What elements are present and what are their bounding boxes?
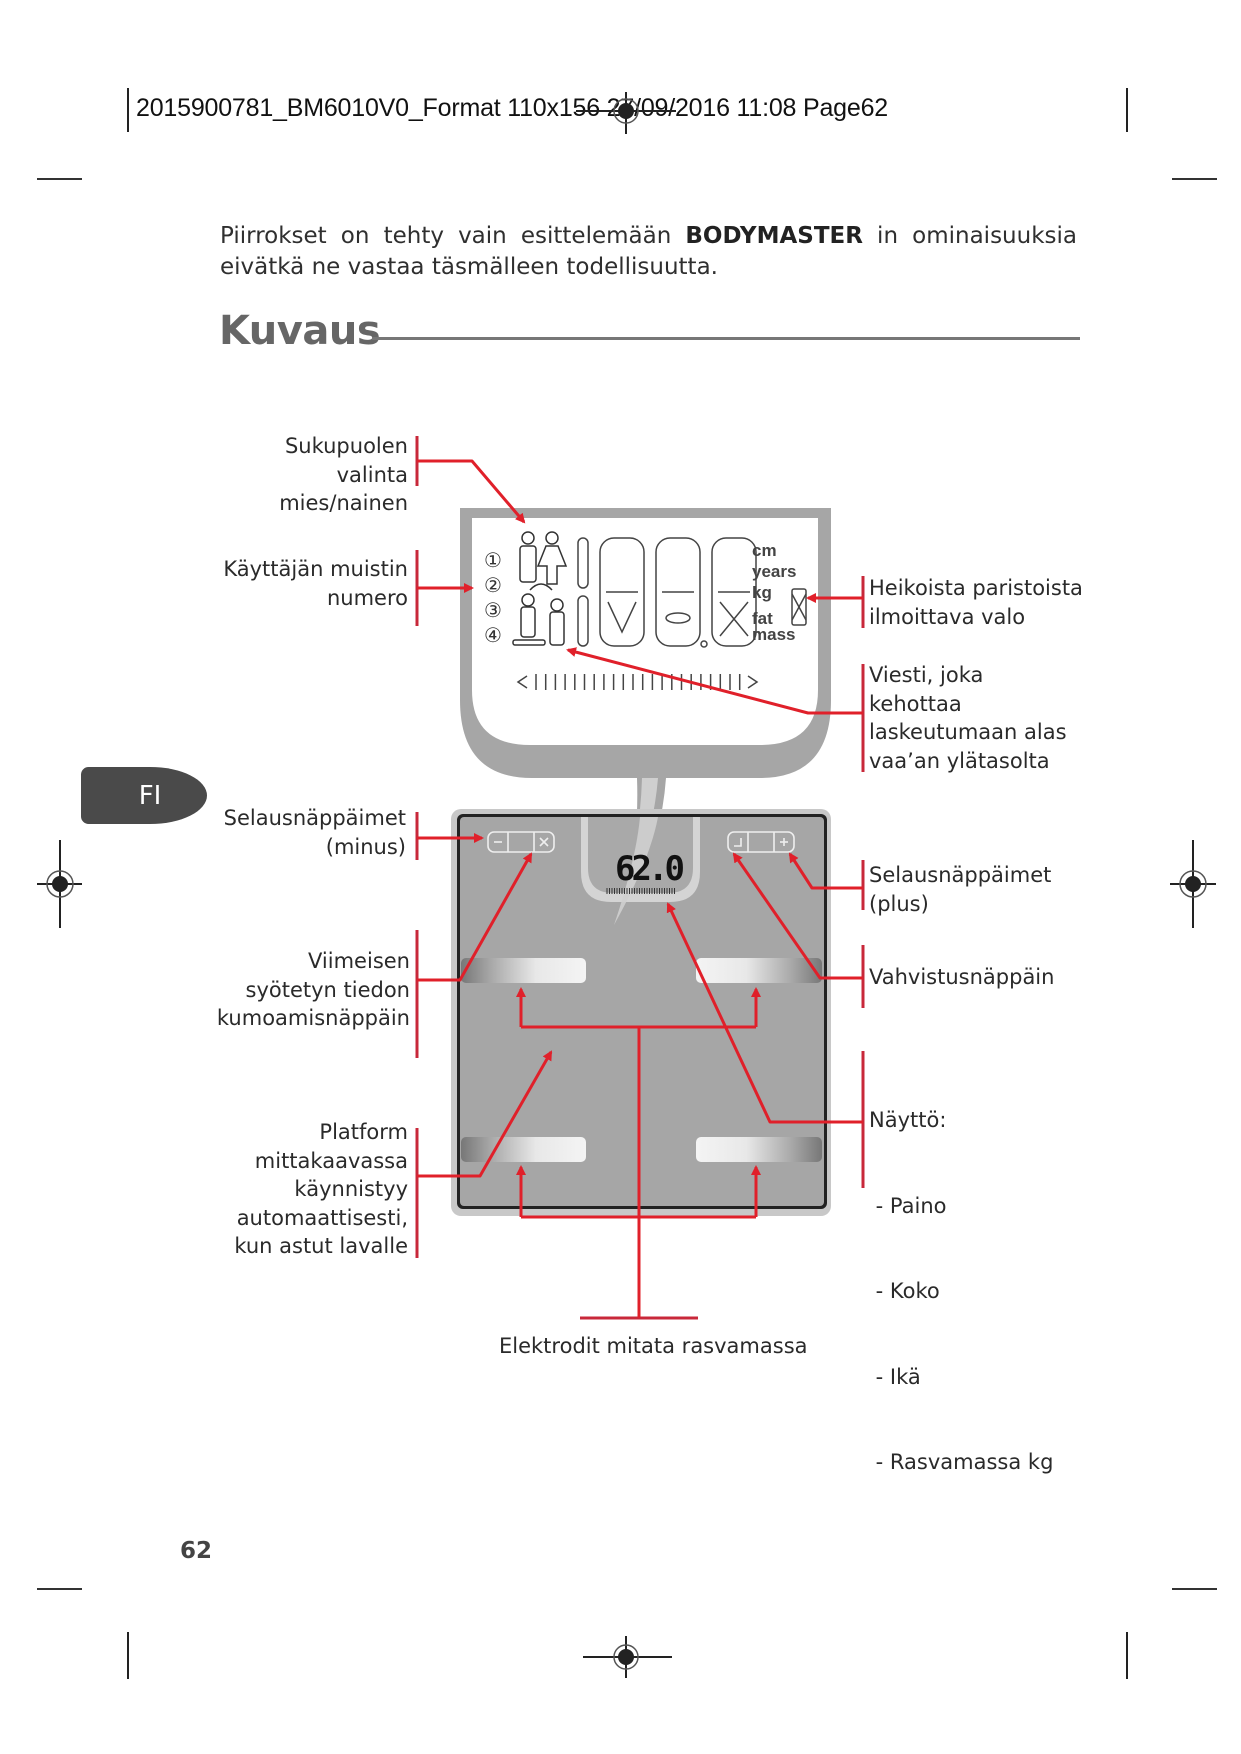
lcd-digits [577, 537, 757, 648]
electrode-top-left [461, 958, 586, 983]
callout-line: - Rasvamassa kg [869, 1450, 1054, 1474]
callout-line: - Ikä [869, 1364, 921, 1389]
female-icon [536, 531, 568, 585]
user-number-3: ③ [484, 598, 502, 622]
unit-years: years [752, 562, 797, 581]
intro-text-end: in ominaisuuksia eivätkä ne vastaa täsmä… [220, 223, 1077, 280]
callout-user-memory: Käyttäjän muistin numero [223, 555, 408, 612]
crop-mark-top-right-vertical [1126, 88, 1128, 132]
user-number-4: ④ [484, 623, 502, 647]
callout-line: Platform [319, 1120, 408, 1144]
callout-line: Viesti, joka [869, 663, 984, 687]
callout-line: Viimeisen [308, 949, 410, 973]
callout-line: Selausnäppäimet [869, 863, 1052, 887]
callout-line: kehottaa [869, 691, 962, 716]
scale-display-reading: 62.0 [615, 849, 683, 889]
callout-line: Heikoista paristoista [869, 576, 1083, 600]
print-header: 2015900781_BM6010V0_Format 110x156 27/09… [136, 94, 888, 122]
registration-mark-top [576, 92, 676, 134]
callout-scroll-plus: Selausnäppäimet (plus) [869, 861, 1051, 918]
low-battery-icon [791, 588, 807, 626]
callout-line: Käyttäjän muistin [223, 557, 408, 581]
callout-line: Sukupuolen [284, 434, 408, 458]
crop-mark-top-left-horizontal [37, 178, 82, 180]
user-number-1: ① [484, 548, 502, 572]
unit-fat: fat [752, 609, 773, 628]
callout-line: kun astut lavalle [234, 1234, 408, 1258]
callout-line: mies/nainen [279, 491, 408, 515]
callout-line: valinta [336, 462, 408, 487]
male-icon [519, 531, 537, 583]
callout-gender: Sukupuolen valinta mies/nainen [279, 432, 408, 518]
callout-line: laskeutumaan alas [869, 720, 1067, 744]
step-off-arrow-icon [529, 583, 553, 591]
minus-keypad[interactable] [487, 831, 555, 853]
language-tab: FI [81, 767, 207, 824]
plus-keypad[interactable] [727, 831, 795, 853]
crop-mark-top-left-vertical [127, 88, 129, 132]
leader-platform [417, 1050, 553, 1178]
scale-body [451, 809, 831, 1216]
user-number-list: ① ② ③ ④ [484, 548, 502, 648]
callout-line: syötetyn tiedon [245, 977, 411, 1002]
callout-line: kumoamisnäppäin [216, 1006, 410, 1030]
registration-mark-right [1170, 840, 1216, 928]
registration-mark-left [37, 840, 82, 928]
leader-step-off [566, 647, 863, 715]
registration-mark-bottom [583, 1636, 672, 1678]
callout-line: - Paino [869, 1193, 947, 1218]
callout-confirm: Vahvistusnäppäin [869, 963, 1054, 992]
callout-line: automaattisesti, [236, 1205, 408, 1230]
leader-display [666, 902, 863, 1124]
electrode-top-right [696, 958, 822, 983]
callout-line: mittakaavassa [254, 1148, 408, 1173]
brand-name: BODYMASTER [685, 223, 863, 249]
leader-undo [417, 852, 533, 982]
callout-line: - Koko [869, 1279, 940, 1303]
callout-line: ilmoittava valo [869, 604, 1026, 629]
callout-step-off: Viesti, joka kehottaa laskeutumaan alas … [869, 661, 1067, 775]
callout-line: Selausnäppäimet [223, 806, 406, 830]
section-title: Kuvaus [219, 308, 381, 354]
callout-undo: Viimeisen syötetyn tiedon kumoamisnäppäi… [217, 947, 410, 1033]
user-number-2: ② [484, 573, 502, 597]
crop-mark-top-right-horizontal [1172, 178, 1217, 180]
callout-line: Vahvistusnäppäin [869, 965, 1055, 989]
lcd-bar-indicator [516, 674, 759, 690]
callout-line: numero [326, 585, 408, 610]
page-number: 62 [180, 1538, 213, 1564]
leader-gender [417, 459, 526, 524]
callout-line: käynnistyy [294, 1177, 408, 1201]
callout-line: (minus) [325, 834, 406, 859]
callout-line: vaa’an ylätasolta [869, 748, 1050, 773]
callout-platform: Platform mittakaavassa käynnistyy automa… [234, 1118, 408, 1261]
leader-scroll-plus [788, 852, 863, 890]
language-tab-label: FI [138, 780, 162, 811]
callout-low-battery: Heikoista paristoista ilmoittava valo [869, 574, 1083, 631]
unit-cm: cm [752, 541, 777, 560]
step-off-person-icon [549, 598, 565, 646]
intro-text-start: Piirrokset on tehty vain esittelemään [220, 223, 686, 249]
user-on-scale-icon [512, 593, 546, 646]
unit-kg: kg [752, 583, 772, 602]
scale-bar-indicator [606, 888, 675, 894]
callout-line: (plus) [869, 891, 929, 916]
leader-electrodes-top [521, 1025, 756, 1318]
electrode-bottom-right [696, 1137, 822, 1162]
leader-confirm [732, 852, 863, 980]
electrode-bottom-left [461, 1137, 586, 1162]
section-title-rule [372, 337, 1080, 340]
callout-line: Näyttö: [869, 1108, 947, 1132]
callout-scroll-minus: Selausnäppäimet (minus) [224, 804, 406, 861]
unit-mass: mass [752, 625, 796, 644]
lcd-unit-labels: cm years kg fat mass [752, 540, 796, 645]
intro-paragraph: Piirrokset on tehty vain esittelemään BO… [220, 221, 1077, 283]
callout-display: Näyttö: - Paino - Koko - Ikä - Rasvamass… [869, 1049, 1053, 1505]
callout-electrodes: Elektrodit mitata rasvamassa [499, 1334, 808, 1358]
